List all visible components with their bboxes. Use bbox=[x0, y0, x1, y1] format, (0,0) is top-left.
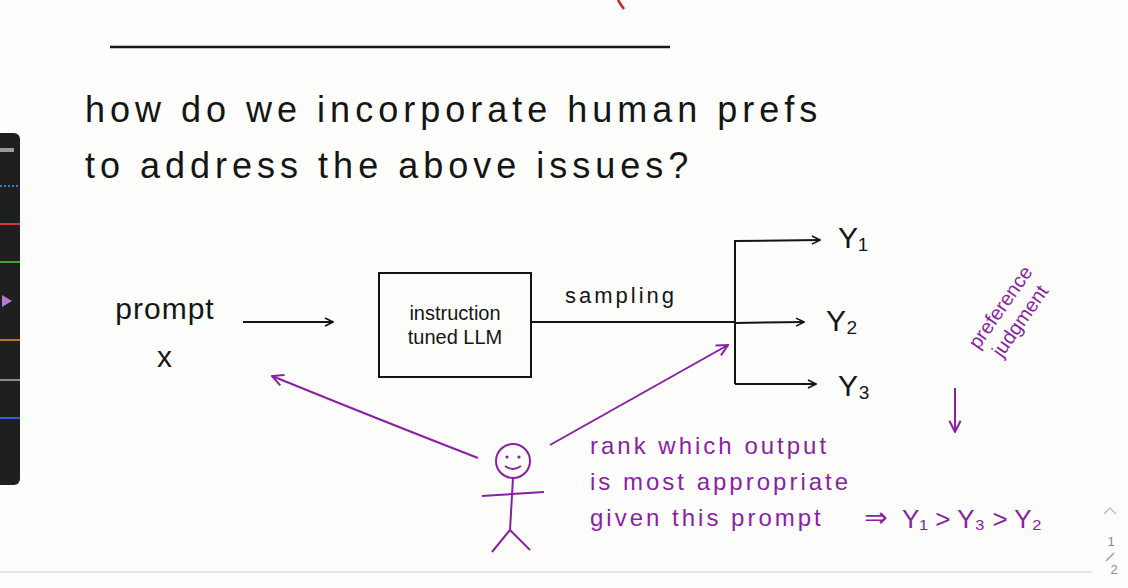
page-number: 2 bbox=[1107, 562, 1121, 578]
tool-mark bbox=[0, 417, 20, 419]
page-number: 1 bbox=[1104, 534, 1118, 550]
output-arrow bbox=[735, 383, 816, 385]
split-bracket bbox=[734, 240, 736, 384]
person-body bbox=[510, 478, 513, 530]
tool-mark bbox=[0, 379, 20, 381]
person-eye bbox=[517, 455, 520, 458]
tool-mark bbox=[0, 261, 20, 263]
person-eye bbox=[505, 455, 508, 458]
input-label: prompt x bbox=[115, 285, 215, 381]
feedback-arrow bbox=[272, 376, 478, 458]
feedback-arrow bbox=[550, 345, 728, 445]
ranking-result: Y₁ > Y₃ > Y₂ bbox=[902, 502, 1102, 536]
person-leg bbox=[510, 530, 530, 550]
page-slash bbox=[1106, 553, 1114, 561]
tool-mark bbox=[0, 148, 14, 152]
output-label: Y₃ bbox=[838, 368, 908, 404]
model-box: instruction tuned LLM bbox=[378, 272, 532, 378]
heading-text: how do we incorporate human prefs to add… bbox=[85, 82, 850, 194]
separator-line bbox=[110, 46, 670, 49]
annotation-text: rank which output is most appropriate gi… bbox=[590, 428, 856, 536]
tool-panel bbox=[0, 133, 20, 485]
annotation-text: preference judgment bbox=[956, 251, 1064, 377]
output-arrow bbox=[735, 322, 804, 323]
person-arms bbox=[482, 492, 544, 496]
person-smile bbox=[505, 466, 521, 469]
person-leg bbox=[492, 530, 510, 552]
tool-mark bbox=[0, 339, 20, 341]
implies-symbol: ⇒ bbox=[856, 500, 896, 536]
scroll-up-chevron bbox=[1104, 508, 1116, 514]
down-arrow bbox=[954, 388, 956, 432]
sampling-line bbox=[532, 321, 735, 323]
box-label: instruction tuned LLM bbox=[390, 301, 520, 349]
tool-mark bbox=[2, 295, 12, 307]
tool-mark bbox=[0, 185, 20, 187]
red-mark bbox=[618, 0, 624, 9]
input-arrow bbox=[243, 321, 333, 323]
output-label: Y₂ bbox=[826, 303, 896, 339]
person-head bbox=[496, 444, 530, 478]
edge-label: sampling bbox=[565, 282, 705, 310]
tool-mark bbox=[0, 223, 20, 225]
output-arrow bbox=[735, 240, 820, 241]
output-label: Y₁ bbox=[838, 220, 908, 256]
page-border bbox=[0, 571, 1092, 573]
